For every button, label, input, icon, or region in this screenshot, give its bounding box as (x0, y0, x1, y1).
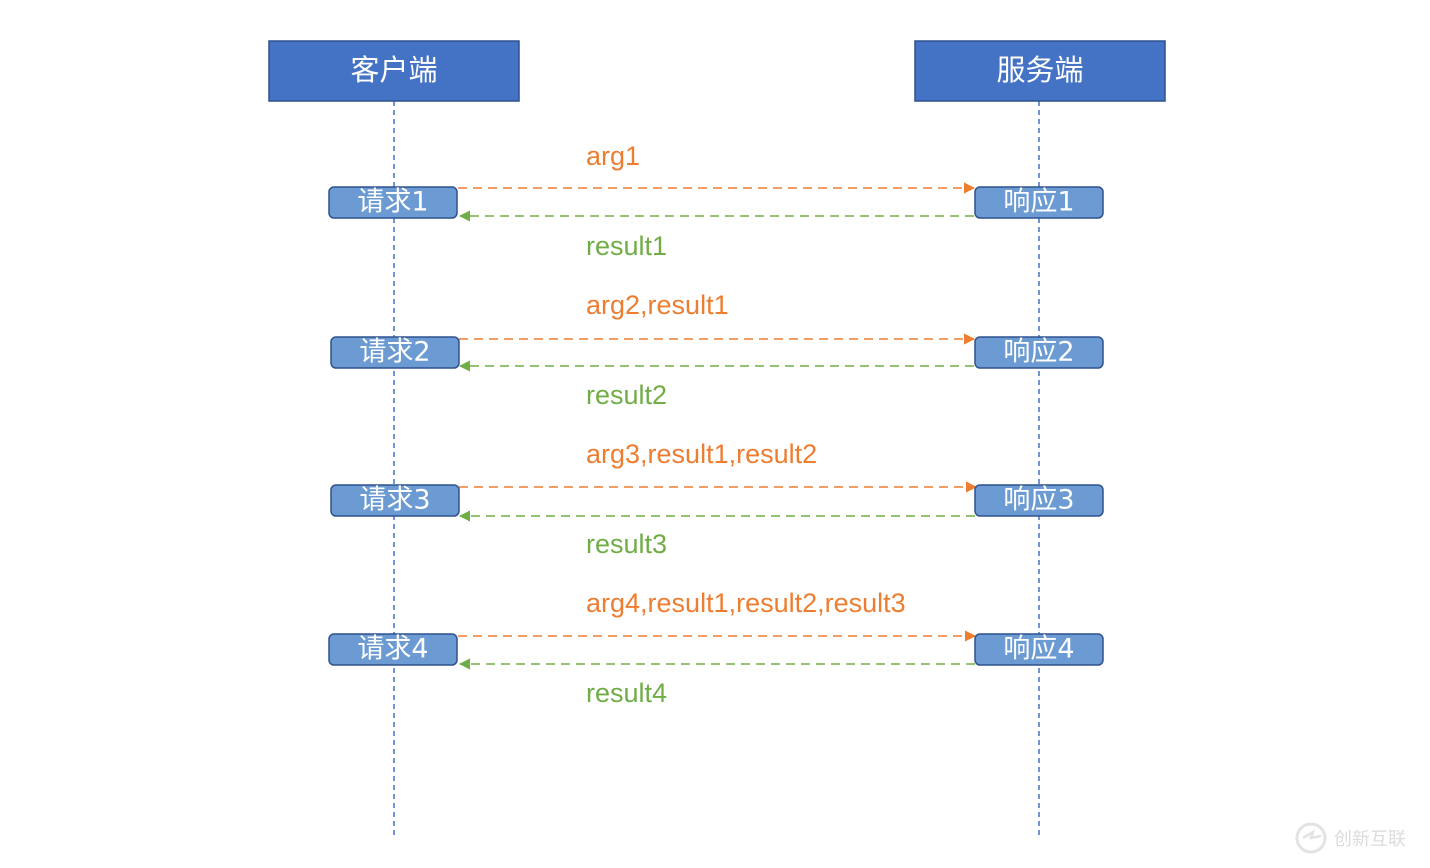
server-actor: 服务端 (914, 40, 1166, 102)
response-label: 响应2 (1003, 337, 1074, 368)
request-label: 请求4 (357, 634, 428, 665)
exchange-1: arg1 请求1 响应1 result1 (328, 141, 1104, 261)
response-label: 响应1 (1003, 187, 1074, 218)
result-label: result4 (586, 678, 667, 708)
exchange-4: arg4,result1,result2,result3 请求4 响应4 res… (328, 588, 1104, 708)
response-label: 响应3 (1003, 485, 1074, 516)
request-label: 请求2 (359, 337, 430, 368)
watermark-logo-icon (1295, 822, 1327, 854)
exchange-2: arg2,result1 请求2 响应2 result2 (330, 290, 1104, 410)
client-actor: 客户端 (268, 40, 520, 102)
exchange-3: arg3,result1,result2 请求3 响应3 result3 (330, 439, 1104, 559)
request-activation (328, 633, 458, 666)
request-args-label: arg2,result1 (586, 290, 729, 320)
result-label: result1 (586, 231, 667, 261)
client-actor-label: 客户端 (350, 53, 437, 87)
watermark: 创新互联 (1295, 822, 1406, 854)
response-label: 响应4 (1003, 634, 1074, 665)
result-label: result2 (586, 380, 667, 410)
request-args-label: arg1 (586, 141, 640, 171)
request-label: 请求3 (359, 485, 430, 516)
request-args-label: arg4,result1,result2,result3 (586, 588, 906, 618)
response-activation (974, 186, 1104, 219)
request-activation (328, 186, 458, 219)
request-label: 请求1 (357, 187, 428, 218)
watermark-text: 创新互联 (1334, 829, 1406, 850)
server-actor-label: 服务端 (996, 53, 1083, 87)
response-activation (974, 633, 1104, 666)
request-args-label: arg3,result1,result2 (586, 439, 817, 469)
response-activation (974, 484, 1104, 517)
result-label: result3 (586, 529, 667, 559)
request-activation (330, 484, 460, 517)
response-activation (974, 336, 1104, 369)
request-activation (330, 336, 460, 369)
